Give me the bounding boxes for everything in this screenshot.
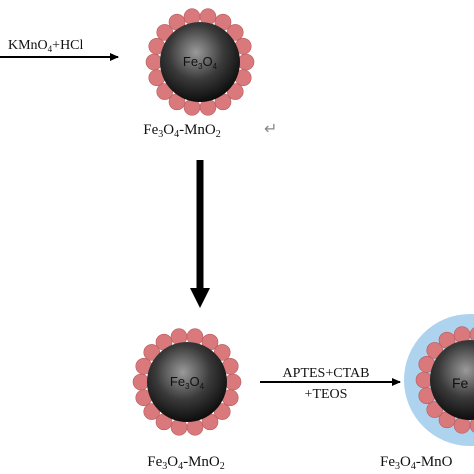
core-label-top: Fe3O4: [183, 54, 218, 71]
return-symbol: ↵: [264, 119, 277, 138]
mno2-petal: [143, 344, 161, 361]
caption-top: Fe3O4-MnO2: [143, 122, 221, 140]
core-label-bottom-left: Fe3O4: [170, 374, 205, 391]
mno2-petal: [226, 24, 244, 41]
step3-arrow: APTES+CTAB +TEOS: [260, 366, 401, 402]
mno2-petal: [132, 373, 150, 391]
mno2-petal: [426, 342, 444, 359]
mno2-petal: [145, 53, 163, 71]
step3-reagents-line1: APTES+CTAB: [283, 366, 370, 381]
caption-bottom-right: Fe3O4-MnO: [380, 454, 453, 472]
mno2-petal: [156, 24, 174, 41]
mno2-petal: [213, 344, 231, 361]
mno2-petal: [143, 403, 161, 420]
mno2-shell: [145, 8, 255, 116]
mno2-petal: [426, 401, 444, 418]
fe3o4-mno2-particle-top: Fe3O4: [145, 8, 255, 116]
mno2-shell: [132, 328, 242, 436]
step2-arrow: [190, 160, 210, 308]
mno2-petal: [469, 327, 474, 342]
caption-bottom-left: Fe3O4-MnO2: [147, 454, 225, 472]
mno2-petal: [415, 371, 433, 389]
fe3o4-mno2-silica-particle: Fe: [404, 314, 474, 446]
mno2-shell: [415, 326, 474, 434]
mno2-petal: [213, 403, 231, 420]
mno2-petal: [237, 53, 255, 71]
step1-arrow: KMnO4+HCl: [0, 38, 119, 61]
mno2-petal: [156, 83, 174, 100]
fe3o4-core: [147, 342, 227, 422]
fe3o4-mno2-particle-bottom-left: Fe3O4: [132, 328, 242, 436]
fe3o4-core: [430, 340, 474, 420]
step3-reagents-line2: +TEOS: [305, 387, 348, 402]
core-label-bottom-right: Fe: [452, 375, 469, 391]
mno2-petal: [226, 83, 244, 100]
mno2-petal: [224, 373, 242, 391]
fe3o4-core: [160, 22, 240, 102]
step1-reagent: KMnO4+HCl: [8, 38, 84, 54]
